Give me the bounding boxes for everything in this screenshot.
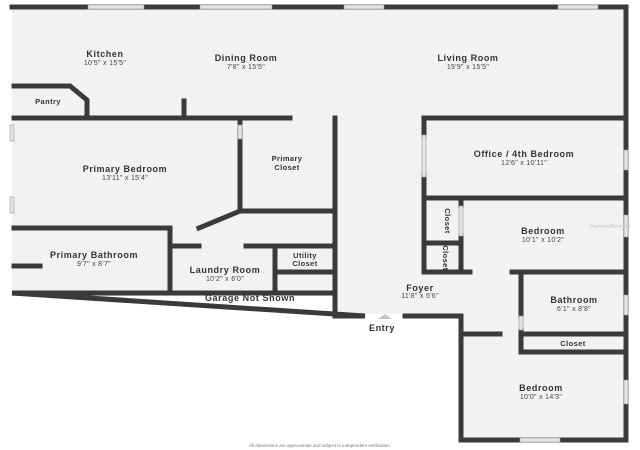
angled-door-wall [195, 207, 244, 232]
dining-room-dimensions: 7'8" x 15'5" [227, 64, 265, 71]
foyer-dimensions: 11'8" x 5'6" [401, 293, 439, 300]
office-wall [421, 115, 629, 275]
kitchen-name: Kitchen [86, 49, 123, 59]
office-name: Office / 4th Bedroom [474, 149, 575, 159]
bathroom-wall [518, 269, 629, 355]
pantry-name: Pantry [35, 97, 61, 106]
dimension-disclaimer: All dimensions are approximate and subje… [249, 443, 391, 448]
primary-bedroom-dimensions: 13'11" x 15'4" [102, 175, 148, 182]
foyer-name: Foyer [406, 283, 434, 293]
windows [9, 4, 629, 443]
closet-c-name: Closet [560, 339, 585, 348]
bedroom-2-name: Bedroom [521, 226, 565, 236]
closet-b-name: Closet [441, 245, 450, 270]
bedroom-2-dimensions: 10'1" x 10'2" [522, 237, 565, 244]
entry-label: Entry [369, 323, 395, 333]
laundry-room-dimensions: 10'2" x 6'0" [206, 276, 244, 283]
laundry-room-name: Laundry Room [190, 265, 261, 275]
primary-bedroom-name: Primary Bedroom [83, 164, 168, 174]
bathroom-name: Bathroom [550, 295, 597, 305]
primary-bathroom-name: Primary Bathroom [50, 250, 138, 260]
pantry-wall [11, 83, 90, 119]
bedroom-3-dimensions: 10'0" x 14'3" [520, 394, 563, 401]
living-room-dimensions: 19'9" x 15'5" [447, 64, 490, 71]
utility-closet-name-line2: Closet [292, 259, 317, 268]
walls [9, 4, 629, 443]
dining-room-name: Dining Room [215, 53, 278, 63]
floor-area [12, 7, 626, 440]
room-labels: Kitchen 10'5" x 15'5" Dining Room 7'8" x… [35, 49, 631, 448]
garage-note: Garage Not Shown [205, 293, 295, 303]
primary-closet-name-line2: Closet [274, 163, 299, 172]
utility-closet-name: Utility [293, 251, 317, 260]
bedroom-3-name: Bedroom [519, 383, 563, 393]
living-room-name: Living Room [437, 53, 498, 63]
closet-a-name: Closet [443, 208, 452, 233]
office-dimensions: 12'6" x 10'11" [501, 160, 547, 167]
entry-arrow-icon [378, 314, 392, 319]
primary-bathroom-dimensions: 9'7" x 8'7" [77, 261, 111, 268]
primary-closet-name: Primary [272, 154, 303, 163]
watermark: DiamondBrokers [590, 224, 631, 230]
bathroom-dimensions: 6'1" x 8'8" [557, 306, 591, 313]
kitchen-dimensions: 10'5" x 15'5" [84, 60, 127, 67]
